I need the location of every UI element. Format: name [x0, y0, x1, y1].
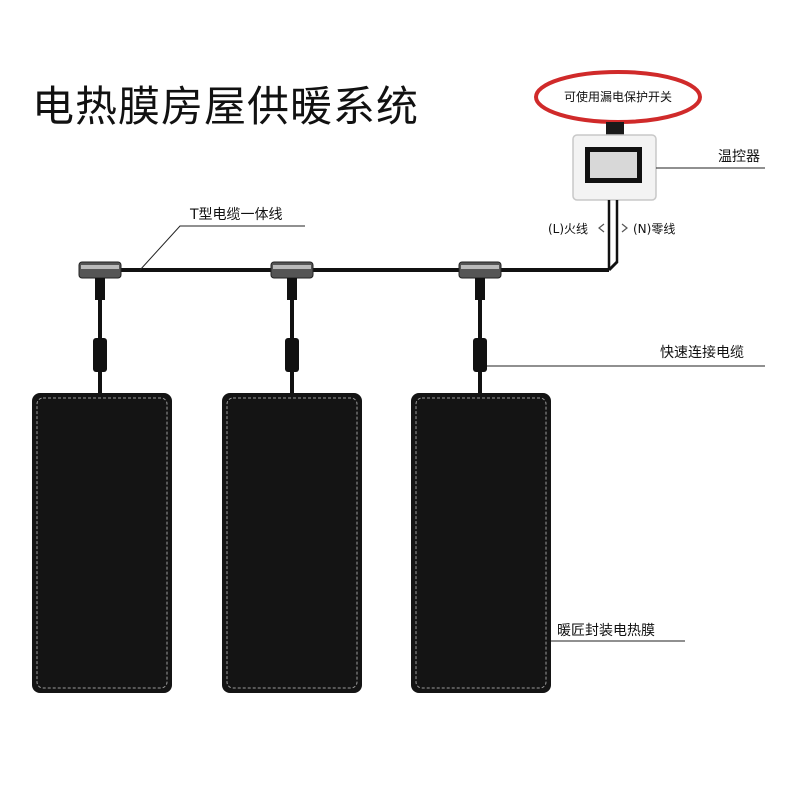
t-cable-bend — [607, 260, 619, 272]
live-wire-label: (L)火线 — [548, 222, 589, 236]
heating-film-panel-3 — [411, 393, 551, 693]
heating-film-panel-2 — [222, 393, 362, 693]
t-junction-2 — [270, 261, 314, 279]
film-label: 暖匠封装电热膜 — [557, 623, 655, 639]
quick-connect-cable-1 — [93, 278, 107, 395]
t-cable-leader-line — [139, 225, 305, 271]
t-junction-3 — [458, 261, 502, 279]
heating-film-panels — [32, 393, 685, 693]
breaker-label: 可使用漏电保护开关 — [563, 90, 672, 104]
thermostat-wires — [598, 200, 628, 270]
thermostat-connector — [606, 122, 624, 136]
t-junction-1 — [78, 261, 122, 279]
neutral-wire-label: (N)零线 — [633, 222, 676, 236]
t-junction-2-highlight — [273, 265, 311, 269]
t-junction-3-highlight — [461, 265, 499, 269]
thermostat-screen — [590, 152, 637, 178]
thermostat — [572, 122, 765, 201]
quick-cable-label: 快速连接电缆 — [660, 345, 744, 361]
quick-connect-cable-2 — [285, 278, 299, 395]
t-cable-label: T型电缆一体线 — [190, 207, 283, 223]
heating-film-panel-1 — [32, 393, 172, 693]
t-junction-1-highlight — [81, 265, 119, 269]
quick-connect-cables — [93, 278, 765, 395]
live-arrow-icon — [598, 223, 605, 233]
thermostat-label: 温控器 — [718, 149, 760, 165]
neutral-arrow-icon — [621, 223, 628, 233]
t-cable — [82, 225, 619, 272]
quick-connect-cable-3 — [473, 278, 487, 395]
diagram-title: 电热膜房屋供暖系统 — [32, 82, 420, 131]
